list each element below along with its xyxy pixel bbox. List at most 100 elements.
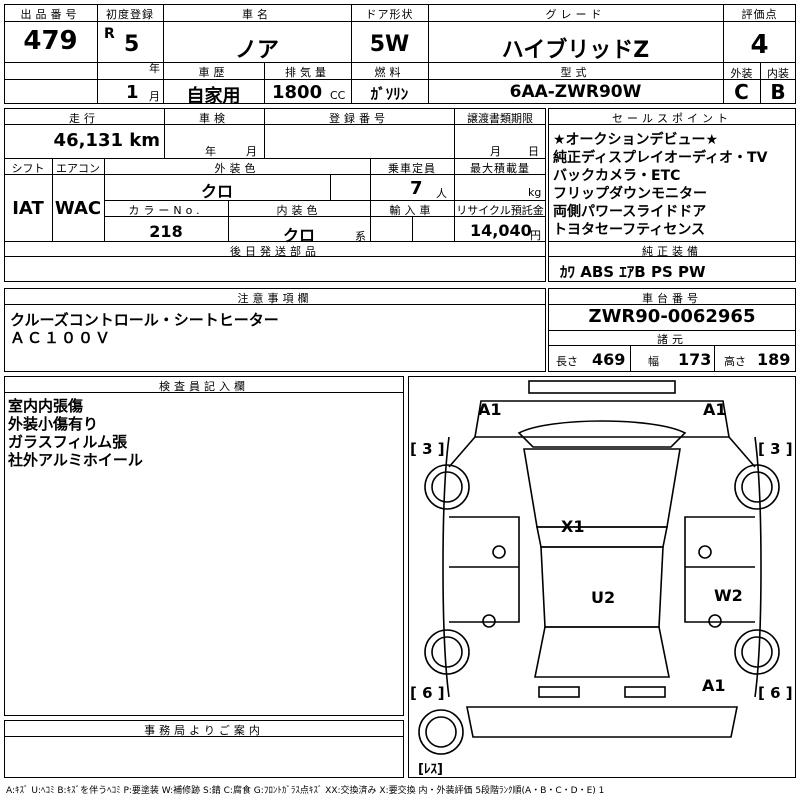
inspector-line: 外装小傷有り	[8, 415, 99, 433]
ext-label: 外装	[730, 67, 753, 80]
notes-line: ＡＣ１００Ｖ	[10, 329, 113, 347]
sales-line: フリップダウンモニター	[553, 186, 707, 202]
tire-front-left: [ 3 ]	[410, 440, 445, 458]
door-type: 5W	[369, 32, 410, 57]
grade: ハイブリッドZ	[501, 38, 650, 63]
history: 自家用	[186, 86, 241, 107]
lot-label: 出品番号	[20, 8, 81, 21]
shift: IAT	[12, 198, 44, 219]
score-label: 評価点	[741, 8, 778, 21]
tire-rear-left: [ 6 ]	[410, 684, 445, 702]
reg-year: 5	[124, 32, 140, 57]
length-label: 長さ	[556, 355, 578, 368]
int-grade: B	[770, 80, 786, 104]
import-label: 輸入車	[389, 204, 435, 217]
sales-box	[548, 108, 796, 282]
recycle-fee: 14,040	[470, 221, 532, 240]
disp-label: 排気量	[285, 66, 330, 79]
later-parts-label: 後日発送部品	[230, 245, 320, 258]
history-label: 車歴	[198, 66, 229, 79]
color-number: 218	[149, 222, 183, 241]
width: 173	[678, 350, 712, 369]
sales-line: トヨタセーフティセンス	[553, 222, 706, 238]
equipment-label: 純正装備	[642, 245, 702, 258]
spare-tire: [ﾚｽ]	[418, 758, 443, 777]
model-code: 6AA-ZWR90W	[509, 82, 642, 102]
inspection-month-unit: 月	[246, 145, 257, 158]
int-color-label: 内装色	[276, 204, 322, 217]
details-box	[4, 108, 546, 282]
int-label: 内装	[767, 67, 789, 80]
damage-mark-u2: U2	[591, 588, 616, 607]
height: 189	[757, 350, 791, 369]
equipment-items: ｶﾜ ABS ｴｱB PS PW	[560, 263, 706, 281]
car-name: ノア	[234, 38, 279, 63]
lot-number: 479	[23, 26, 78, 56]
damage-mark-a1-front-right: A1	[703, 400, 727, 419]
year-unit: 年	[149, 62, 160, 75]
month-unit: 月	[149, 90, 160, 103]
air-conditioner: WAC	[54, 198, 102, 219]
recycle-unit: 円	[530, 229, 541, 242]
colorno-label: カラーNo.	[128, 204, 204, 217]
recycle-label: リサイクル預託金	[456, 204, 544, 217]
inspection-label: 車検	[199, 112, 229, 125]
inspector-line: 社外アルミホイール	[8, 451, 143, 469]
first-reg-label: 初度登録	[106, 8, 154, 21]
height-label: 高さ	[724, 355, 746, 368]
fuel-label: 燃料	[374, 66, 405, 79]
transfer-label: 譲渡書類期限	[467, 112, 533, 125]
sales-label: セールスポイント	[612, 112, 732, 125]
score: 4	[750, 30, 769, 60]
color-label: 外装色	[214, 162, 260, 175]
mileage: 46,131 km	[53, 130, 160, 151]
regno-label: 登録番号	[329, 112, 389, 125]
office-label: 事務局よりご案内	[144, 724, 264, 737]
notes-line: クルーズコントロール・シートヒーター	[10, 311, 279, 329]
transfer-month-unit: 月	[490, 145, 501, 158]
model-label: 型式	[560, 66, 591, 79]
fuel: ｶﾞｿﾘﾝ	[370, 85, 409, 103]
chassis-label: 車台番号	[642, 292, 702, 305]
door-label: ドア形状	[365, 8, 414, 21]
load-unit: kg	[528, 186, 542, 199]
car-name-label: 車名	[242, 8, 272, 21]
grade-label: グレード	[545, 8, 606, 21]
reg-month: 1	[126, 82, 139, 103]
damage-mark-a1-rear-right: A1	[702, 676, 726, 695]
era: R	[104, 26, 115, 42]
mileage-label: 走行	[69, 112, 99, 125]
office-box	[4, 720, 404, 778]
width-label: 幅	[648, 355, 659, 368]
sales-line: バックカメラ・ETC	[553, 168, 681, 184]
shift-label: シフト	[11, 162, 45, 175]
inspector-line: 室内内張傷	[8, 397, 84, 415]
tire-rear-right: [ 6 ]	[758, 684, 793, 702]
sales-line: 両側パワースライドドア	[553, 204, 707, 220]
load-label: 最大積載量	[470, 162, 530, 175]
damage-mark-w2: W2	[714, 586, 743, 605]
seats-unit: 人	[436, 187, 447, 200]
chassis-number: ZWR90-0062965	[588, 306, 756, 327]
tire-front-right: [ 3 ]	[758, 440, 793, 458]
disp-unit: CC	[330, 89, 346, 102]
seats-label: 乗車定員	[388, 162, 436, 175]
notes-box	[4, 288, 546, 372]
interior-color: クロ	[282, 226, 315, 245]
damage-diagram	[408, 376, 796, 778]
dims-label: 諸元	[657, 333, 687, 346]
inspector-line: ガラスフィルム張	[8, 433, 128, 451]
ac-label: エアコン	[56, 162, 100, 175]
header-box	[4, 4, 796, 104]
exterior-color: クロ	[200, 182, 233, 201]
ext-grade: C	[734, 80, 749, 104]
inspector-box	[4, 376, 404, 716]
legend: A:ｷｽﾞ U:ﾍｺﾐ B:ｷｽﾞを伴うﾍｺﾐ P:要塗装 W:補修跡 S:錆 …	[6, 786, 605, 796]
length: 469	[592, 350, 626, 369]
inspection-year-unit: 年	[205, 145, 216, 158]
displacement: 1800	[272, 82, 323, 103]
inspector-label: 検査員記入欄	[159, 380, 249, 393]
damage-mark-x1: X1	[561, 517, 585, 536]
damage-mark-a1-front-left: A1	[478, 400, 502, 419]
sales-line: ★オークションデビュー★	[553, 132, 719, 148]
